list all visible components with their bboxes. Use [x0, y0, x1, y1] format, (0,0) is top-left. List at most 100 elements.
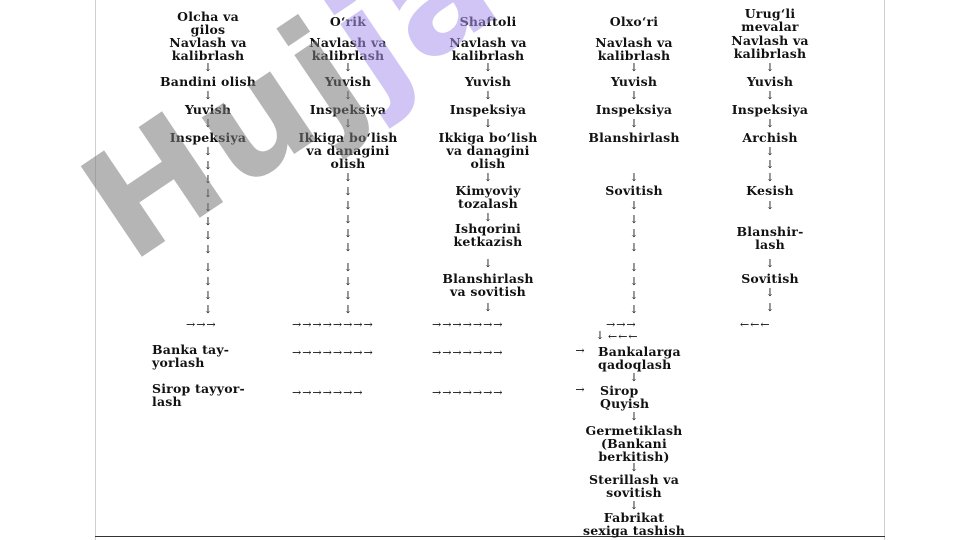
- arrow-down-icon: ↓: [629, 371, 639, 384]
- arrow-down-icon: ↓: [203, 187, 213, 200]
- arrow-down-icon: ↓: [765, 145, 775, 158]
- col-urugli-title: Urug‘li mevalar: [741, 6, 799, 34]
- arrow-down-icon: ↓: [765, 257, 775, 270]
- arrow-row-icon: →→→→→→→→: [292, 318, 374, 331]
- col-olxori-step-3: Inspeksiya: [595, 102, 673, 117]
- arrow-down-icon: ↓: [203, 275, 213, 288]
- col-urugli-step-2: Yuvish: [746, 74, 794, 89]
- arrow-down-icon: ↓: [765, 89, 775, 102]
- arrow-down-icon: ↓: [595, 329, 605, 342]
- col-orik-step-3: Inspeksiya: [309, 102, 387, 117]
- arrow-down-icon: ↓: [765, 117, 775, 130]
- col-shaftoli-step-5: Kimyoviy tozalash: [455, 183, 521, 211]
- arrow-down-icon: ↓: [629, 117, 639, 130]
- arrow-down-icon: ↓: [343, 89, 353, 102]
- col-orik-step-1: Navlash va kalibrlash: [309, 35, 387, 63]
- col-shaftoli-step-3: Inspeksiya: [449, 102, 527, 117]
- final-step-2: Sirop Quyish: [600, 383, 650, 411]
- arrow-row-icon: →→→: [606, 318, 637, 331]
- banka-tayyorlash-step: Banka tay- yorlash: [152, 342, 230, 370]
- arrow-row-icon: →→→→→→→: [432, 346, 504, 359]
- arrow-down-icon: ↓: [629, 461, 639, 474]
- col-urugli-step-3: Inspeksiya: [731, 102, 809, 117]
- col-shaftoli-step-1: Navlash va kalibrlash: [449, 35, 527, 63]
- arrow-down-icon: ↓: [629, 61, 639, 74]
- bottom-rule: [95, 536, 885, 537]
- col-shaftoli-title: Shaftoli: [459, 14, 517, 29]
- arrow-down-icon: ↓: [343, 185, 353, 198]
- arrow-down-icon: ↓: [203, 117, 213, 130]
- col-olxori-title: Olxo‘ri: [609, 14, 659, 29]
- arrow-down-icon: ↓: [483, 89, 493, 102]
- arrow-row-icon: →→→→→→→→: [292, 346, 374, 359]
- arrow-down-icon: ↓: [629, 289, 639, 302]
- arrow-down-icon: ↓: [483, 61, 493, 74]
- arrow-row-icon: →→→→→→→: [292, 386, 364, 399]
- arrow-down-icon: ↓: [343, 275, 353, 288]
- right-frame-line: [884, 0, 885, 540]
- col-olcha-title: Olcha va gilos: [177, 9, 239, 37]
- col-olxori-step-1: Navlash va kalibrlash: [595, 35, 673, 63]
- arrow-down-icon: ↓: [629, 303, 639, 316]
- col-olxori-step-2: Yuvish: [610, 74, 658, 89]
- arrow-down-icon: ↓: [343, 171, 353, 184]
- arrow-down-icon: ↓: [343, 199, 353, 212]
- arrow-down-icon: ↓: [483, 257, 493, 270]
- col-shaftoli-step-6: Ishqorini ketkazish: [453, 221, 523, 249]
- arrow-down-icon: ↓: [203, 215, 213, 228]
- col-urugli-step-1: Navlash va kalibrlash: [731, 33, 809, 61]
- arrow-down-icon: ↓: [629, 89, 639, 102]
- col-urugli-step-5: Kesish: [746, 183, 794, 198]
- arrow-right-icon: →: [575, 383, 585, 396]
- arrow-down-icon: ↓: [343, 227, 353, 240]
- col-orik-step-4: Ikkiga bo‘lish va danagini olish: [298, 130, 398, 171]
- arrow-down-icon: ↓: [203, 303, 213, 316]
- arrow-down-icon: ↓: [765, 171, 775, 184]
- arrow-down-icon: ↓: [203, 89, 213, 102]
- arrow-down-icon: ↓: [629, 410, 639, 423]
- col-urugli-step-4: Archish: [742, 130, 798, 145]
- col-urugli-step-6: Blanshir- lash: [736, 224, 804, 252]
- final-step-1: Bankalarga qadoqlash: [598, 344, 681, 372]
- arrow-down-icon: ↓: [343, 303, 353, 316]
- sirop-tayyorlash-step: Sirop tayyor- lash: [152, 381, 245, 409]
- arrow-row-icon: →→→→→→→: [432, 386, 504, 399]
- arrow-down-icon: ↓: [483, 301, 493, 314]
- arrow-row-icon: →→→→→→→: [432, 318, 504, 331]
- arrow-down-icon: ↓: [629, 213, 639, 226]
- arrow-down-icon: ↓: [203, 159, 213, 172]
- col-olcha-step-2: Bandini olish: [160, 74, 256, 89]
- arrow-down-icon: ↓: [203, 61, 213, 74]
- col-olxori-step-4: Blanshirlash: [588, 130, 680, 145]
- col-shaftoli-step-4: Ikkiga bo‘lish va danagini olish: [438, 130, 538, 171]
- col-olcha-step-1: Navlash va kalibrlash: [169, 35, 247, 63]
- col-shaftoli-step-2: Yuvish: [464, 74, 512, 89]
- arrow-right-icon: →: [575, 344, 585, 357]
- arrow-down-icon: ↓: [203, 145, 213, 158]
- arrow-down-icon: ↓: [629, 199, 639, 212]
- arrow-down-icon: ↓: [629, 261, 639, 274]
- arrow-down-icon: ↓: [203, 173, 213, 186]
- arrow-down-icon: ↓: [483, 171, 493, 184]
- arrow-down-icon: ↓: [483, 211, 493, 224]
- arrow-down-icon: ↓: [765, 61, 775, 74]
- arrow-down-icon: ↓: [203, 229, 213, 242]
- arrow-row-icon: ←←←: [740, 318, 771, 331]
- col-orik-step-2: Yuvish: [324, 74, 372, 89]
- final-step-4: Sterillash va sovitish: [588, 472, 680, 500]
- arrow-down-icon: ↓: [343, 117, 353, 130]
- arrow-down-icon: ↓: [629, 499, 639, 512]
- col-orik-title: O‘rik: [329, 14, 367, 29]
- col-olcha-step-4: Inspeksiya: [169, 130, 247, 145]
- col-olcha-step-3: Yuvish: [184, 102, 232, 117]
- arrow-down-icon: ↓: [343, 61, 353, 74]
- arrow-down-icon: ↓: [343, 213, 353, 226]
- col-urugli-step-7: Sovitish: [741, 271, 799, 286]
- arrow-down-icon: ↓: [203, 243, 213, 256]
- arrow-down-icon: ↓: [203, 261, 213, 274]
- col-olxori-step-5: Sovitish: [605, 183, 663, 198]
- arrow-down-icon: ↓: [343, 261, 353, 274]
- arrow-down-icon: ↓: [343, 289, 353, 302]
- arrow-down-icon: ↓: [765, 301, 775, 314]
